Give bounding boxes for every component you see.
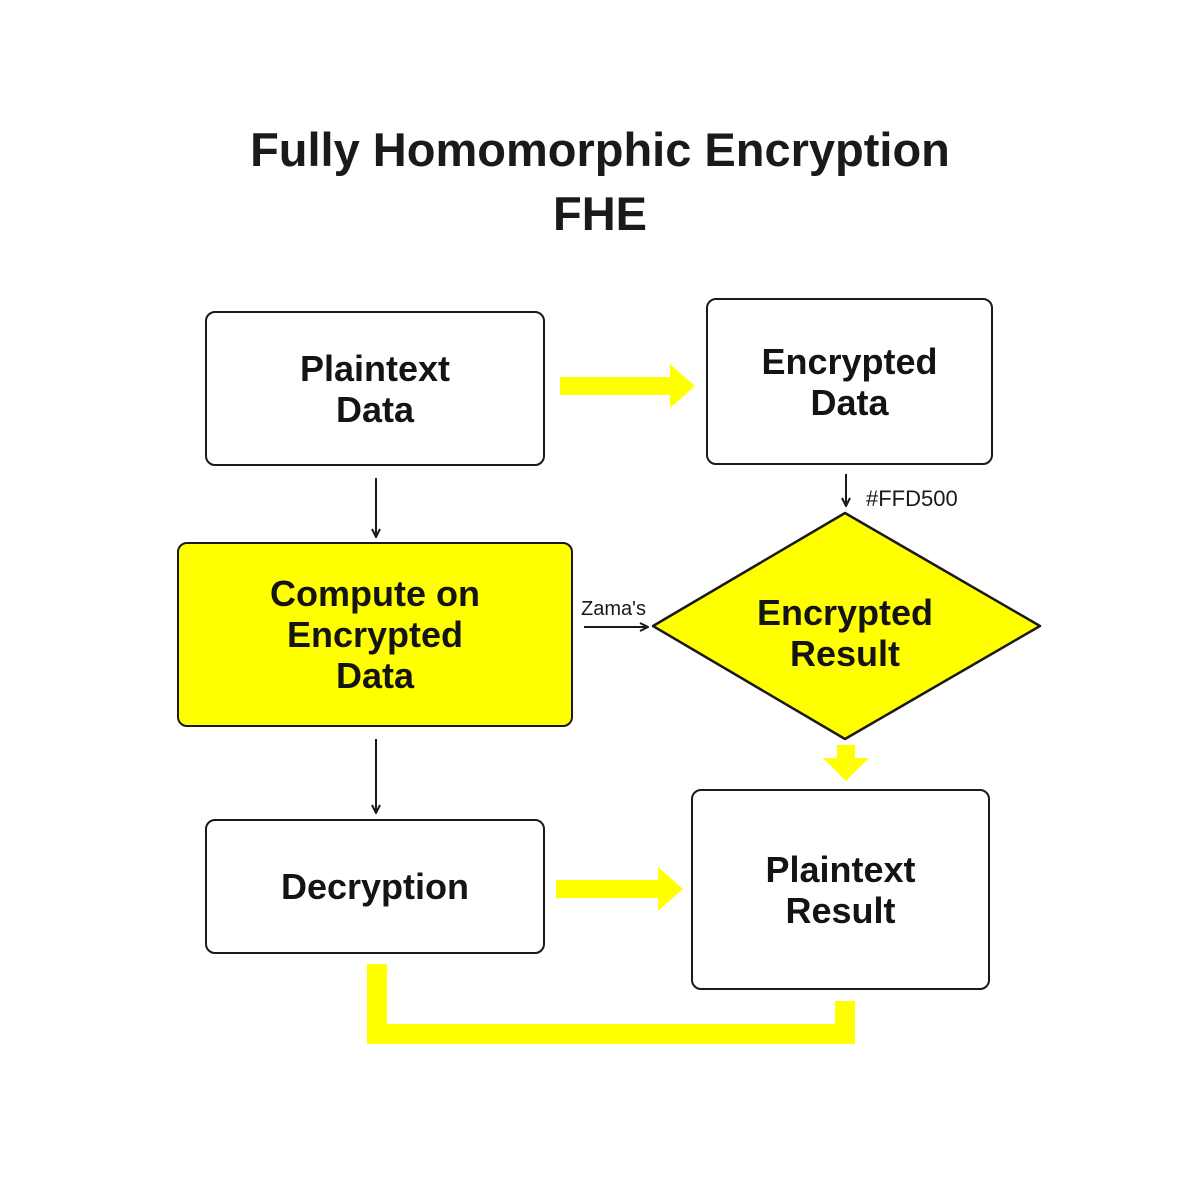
node-plaintext-result-label: Plaintext Result [765, 848, 916, 931]
node-encrypted-result-label: Encrypted Result [756, 592, 934, 674]
diagram-title: Fully Homomorphic Encryption [250, 123, 950, 176]
node-plaintext-data-label: Plaintext Data [299, 347, 451, 430]
arrow-result-to-plaintext-result [823, 745, 869, 781]
connector-loop-bottom [367, 964, 855, 1044]
zama-label: Zama's [581, 598, 646, 620]
color-code-label: #FFD500 [866, 486, 958, 511]
arrow-plaintext-to-encrypted [560, 364, 695, 408]
node-plaintext-data: Plaintext Data [205, 311, 545, 466]
node-compute-label: Compute on Encrypted Data [270, 573, 480, 696]
arrow-decryption-to-plaintext-result [556, 867, 683, 911]
node-decryption-label: Decryption [280, 866, 470, 907]
node-compute-on-encrypted-data: Compute on Encrypted Data [177, 542, 573, 727]
node-plaintext-result: Plaintext Result [691, 789, 990, 990]
node-encrypted-data: Encrypted Data [706, 298, 993, 465]
node-encrypted-result-diamond [651, 511, 1042, 741]
node-decryption: Decryption [205, 819, 545, 954]
diagram-subtitle: FHE [553, 187, 647, 240]
node-encrypted-data-label: Encrypted Data [761, 340, 938, 423]
